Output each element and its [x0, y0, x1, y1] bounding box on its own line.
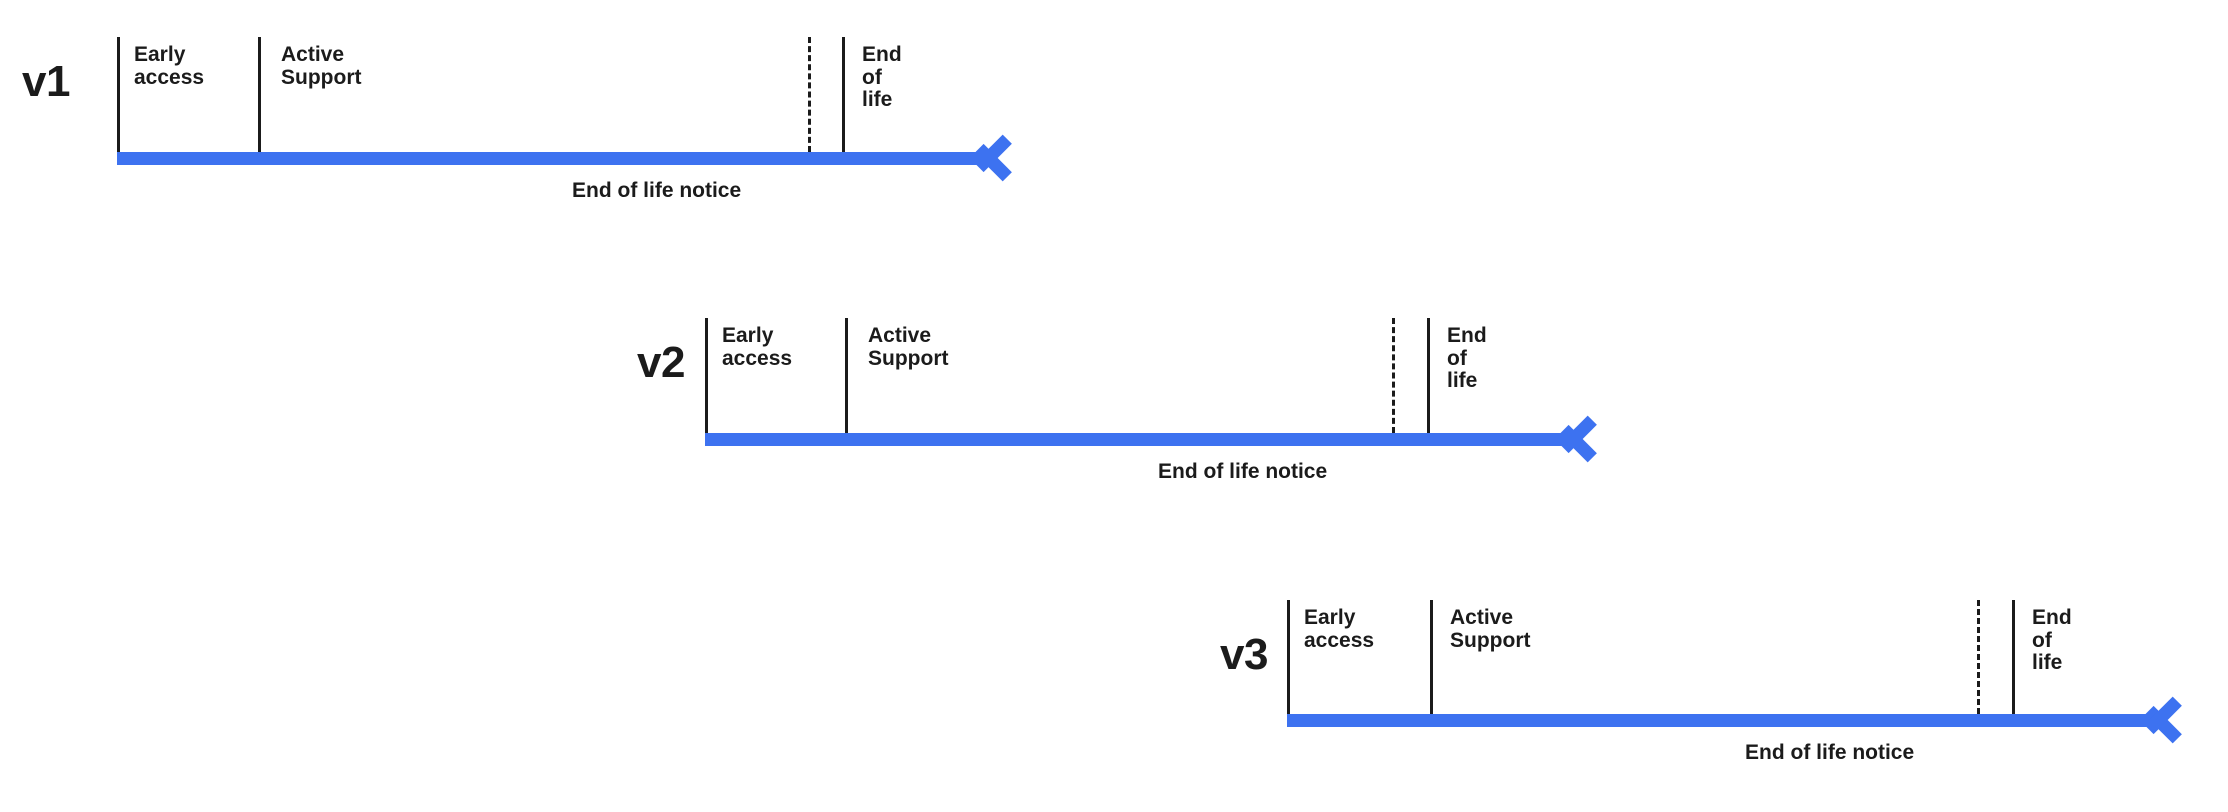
- version-label-v1: v1: [22, 57, 70, 106]
- end-of-life-start-tick-v1: [842, 37, 845, 152]
- lifecycle-arrow-shaft-v3: [1287, 714, 2155, 727]
- phase-start-tick-v1: [117, 37, 120, 152]
- lifecycle-arrow-shaft-v1: [117, 152, 985, 165]
- phase-label-end-of-life-v1: End of life: [862, 43, 902, 112]
- active-support-start-tick-v1: [258, 37, 261, 152]
- lifecycle-arrow-shaft-v2: [705, 433, 1570, 446]
- active-support-start-tick-v2: [845, 318, 848, 433]
- phase-label-early-access-v1: Early access: [134, 43, 205, 89]
- phase-label-early-access-v2: Early access: [722, 324, 793, 370]
- end-of-life-start-tick-v2: [1427, 318, 1430, 433]
- phase-label-active-support-v1: Active Support: [281, 43, 362, 89]
- phase-label-active-support-v2: Active Support: [868, 324, 949, 370]
- version-label-v2: v2: [637, 338, 685, 387]
- version-label-v3: v3: [1220, 630, 1268, 679]
- phase-start-tick-v2: [705, 318, 708, 433]
- end-of-life-notice-marker-v3: [1977, 600, 1980, 714]
- phase-start-tick-v3: [1287, 600, 1290, 714]
- lifecycle-arrow-head-icon-v3: [2144, 696, 2195, 744]
- end-of-life-notice-marker-v2: [1392, 318, 1395, 433]
- lifecycle-arrow-head-icon-v1: [974, 134, 1025, 182]
- end-of-life-notice-marker-v1: [808, 37, 811, 152]
- end-of-life-notice-label-v1: End of life notice: [572, 179, 742, 202]
- end-of-life-notice-label-v2: End of life notice: [1158, 460, 1328, 483]
- phase-label-active-support-v3: Active Support: [1450, 606, 1531, 652]
- lifecycle-arrow-head-icon-v2: [1559, 415, 1610, 463]
- phase-label-end-of-life-v2: End of life: [1447, 324, 1487, 393]
- end-of-life-notice-label-v3: End of life notice: [1745, 741, 1915, 764]
- phase-label-early-access-v3: Early access: [1304, 606, 1375, 652]
- end-of-life-start-tick-v3: [2012, 600, 2015, 714]
- active-support-start-tick-v3: [1430, 600, 1433, 714]
- phase-label-end-of-life-v3: End of life: [2032, 606, 2072, 675]
